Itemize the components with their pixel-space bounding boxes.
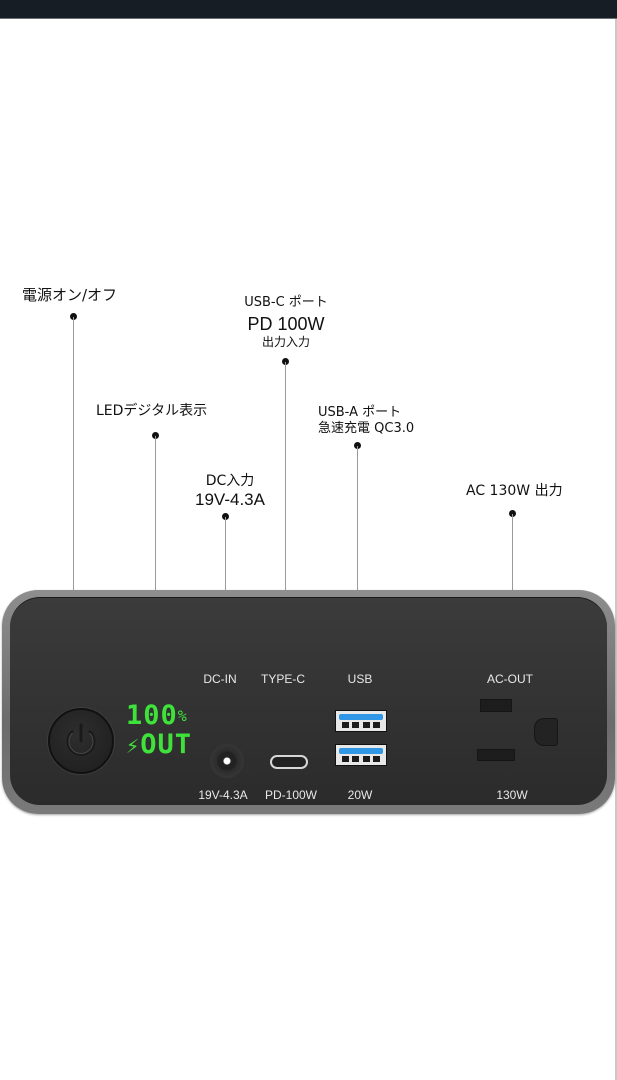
scrollbar[interactable] bbox=[615, 19, 617, 1080]
callout-usb-c-line bbox=[285, 362, 286, 591]
ac-outlet-slot-top bbox=[480, 699, 512, 712]
ac-outlet-ground bbox=[534, 718, 558, 746]
callout-led-label: LEDデジタル表示 bbox=[96, 403, 208, 419]
callout-usb-c-dot bbox=[282, 358, 289, 365]
product-image bbox=[0, 19, 615, 1080]
callout-usb-a-line1: USB-A ポート bbox=[318, 405, 402, 420]
port-spec-dc-in: 19V-4.3A bbox=[198, 788, 248, 802]
usb-a-port-2 bbox=[335, 744, 387, 766]
usb-c-port bbox=[270, 755, 308, 769]
viewer-top-bar bbox=[0, 0, 617, 19]
callout-ac-label: AC 130W 出力 bbox=[466, 483, 563, 499]
callout-dc-in-line2: 19V-4.3A bbox=[195, 490, 265, 509]
output-label: OUT bbox=[140, 729, 193, 760]
percent-sign: % bbox=[177, 707, 188, 725]
battery-level: 100 bbox=[126, 700, 178, 731]
callout-dc-in-line bbox=[225, 517, 226, 591]
callout-ac-line bbox=[512, 514, 513, 591]
callout-power: 電源オン/オフ bbox=[22, 287, 117, 304]
callout-usb-c-line2: PD 100W bbox=[247, 314, 325, 334]
callout-usb-c-line1: USB-C ポート bbox=[244, 295, 328, 310]
callout-usb-c-line3: 出力入力 bbox=[261, 335, 310, 349]
callout-usb-a-dot bbox=[354, 442, 361, 449]
callout-usb-c: USB-C ポート PD 100W 出力入力 bbox=[236, 295, 336, 350]
port-spec-usb: 20W bbox=[347, 788, 373, 802]
callout-led: LEDデジタル表示 bbox=[96, 403, 207, 420]
callout-usb-a: USB-A ポート 急速充電 QC3.0 bbox=[318, 405, 414, 437]
power-button bbox=[48, 708, 114, 774]
callout-led-line bbox=[155, 436, 156, 591]
port-label-type-c: TYPE-C bbox=[260, 672, 305, 686]
callout-ac-dot bbox=[509, 510, 516, 517]
callout-power-line bbox=[73, 317, 74, 591]
callout-power-dot bbox=[70, 313, 77, 320]
port-spec-type-c: PD-100W bbox=[264, 788, 317, 802]
callout-ac: AC 130W 出力 bbox=[466, 483, 563, 500]
callout-led-dot bbox=[152, 432, 159, 439]
callout-dc-in-dot bbox=[222, 513, 229, 520]
power-bank-front-panel: 100% ⚡OUT DC-IN 19V-4.3A TYPE-C PD-100W … bbox=[10, 597, 607, 805]
led-display: 100% ⚡OUT bbox=[126, 702, 192, 762]
callout-dc-in: DC入力 19V-4.3A bbox=[186, 473, 274, 510]
battery-percentage: 100% bbox=[126, 702, 192, 730]
ac-outlet-slot-bottom bbox=[477, 749, 515, 761]
callout-power-label: 電源オン/オフ bbox=[22, 286, 118, 304]
port-label-ac-out: AC-OUT bbox=[487, 672, 533, 686]
dc-in-jack bbox=[210, 744, 244, 778]
port-label-dc-in: DC-IN bbox=[203, 672, 237, 686]
port-spec-ac-out: 130W bbox=[496, 788, 528, 802]
callout-usb-a-line2: 急速充電 QC3.0 bbox=[318, 421, 415, 436]
power-bank: 100% ⚡OUT DC-IN 19V-4.3A TYPE-C PD-100W … bbox=[2, 590, 615, 814]
power-icon bbox=[66, 723, 96, 756]
port-label-usb: USB bbox=[347, 672, 373, 686]
callout-dc-in-line1: DC入力 bbox=[205, 473, 255, 489]
output-status: ⚡OUT bbox=[126, 730, 192, 762]
callout-usb-a-line bbox=[357, 446, 358, 591]
lightning-icon: ⚡ bbox=[126, 734, 141, 759]
usb-a-port-1 bbox=[335, 710, 387, 732]
